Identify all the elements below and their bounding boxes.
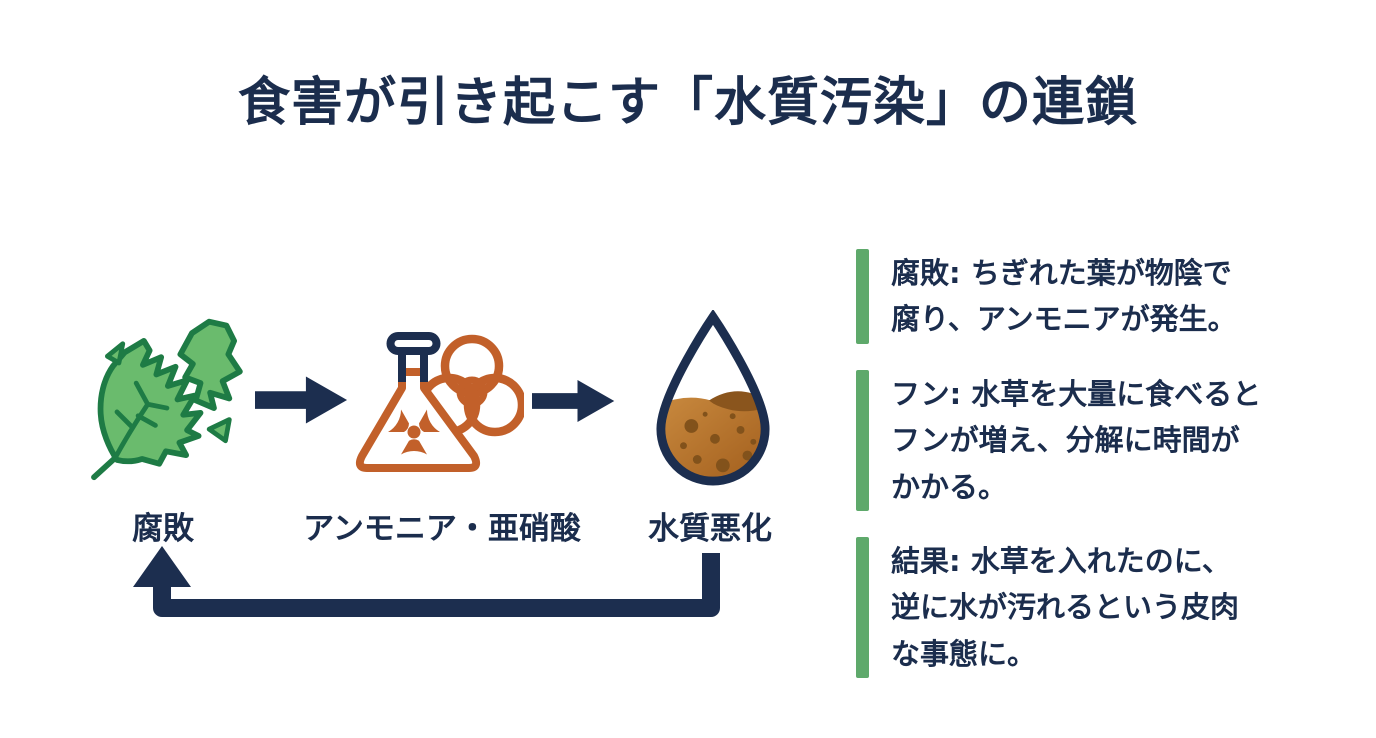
- note-line: 結果: 水草を入れたのに、: [891, 543, 1231, 578]
- note-block-decay: 腐敗: ちぎれた葉が物陰で 腐り、アンモニアが発生。: [856, 249, 1356, 344]
- note-line: な事態に。: [891, 636, 1037, 671]
- note-line: 腐り、アンモニアが発生。: [891, 302, 1237, 337]
- radiation-icon: [388, 409, 440, 455]
- note-accent-bar: [856, 369, 869, 511]
- step-label-ammonia-nitrite: アンモニア・亜硝酸: [303, 511, 581, 547]
- note-accent-bar: [856, 536, 869, 679]
- note-text: 結果: 水草を入れたのに、 逆に水が汚れるという皮肉 な事態に。: [891, 537, 1239, 678]
- note-block-waste: フン: 水草を大量に食べると フンが増え、分解に時間が かかる。: [856, 369, 1356, 511]
- right-arrow-icon: [532, 380, 615, 422]
- note-line: 逆に水が汚れるという皮肉: [891, 590, 1240, 625]
- note-text: フン: 水草を大量に食べると フンが増え、分解に時間が かかる。: [891, 370, 1261, 511]
- feedback-loop-arrow-icon: [133, 546, 720, 617]
- note-line: かかる。: [891, 469, 1008, 504]
- polluted-water-drop-icon: [656, 310, 770, 486]
- step-label-water-degradation: 水質悪化: [648, 511, 772, 547]
- step-label-decay: 腐敗: [132, 511, 194, 547]
- torn-leaf-icon: [91, 318, 243, 481]
- notes-panel: 腐敗: ちぎれた葉が物陰で 腐り、アンモニアが発生。 フン: 水草を大量に食べる…: [856, 249, 1356, 679]
- right-arrow-icon: [255, 376, 348, 424]
- toxic-flask-icon: [355, 332, 524, 472]
- note-line: フン: 水草を大量に食べると: [891, 376, 1262, 411]
- note-accent-bar: [856, 249, 869, 344]
- note-line: 腐敗: ちぎれた葉が物陰で: [891, 256, 1232, 290]
- note-line: フンが増え、分解に時間が: [891, 423, 1240, 458]
- note-text: 腐敗: ちぎれた葉が物陰で 腐り、アンモニアが発生。: [891, 249, 1237, 344]
- page-title: 食害が引き起こす「水質汚染」の連鎖: [238, 73, 1138, 133]
- note-block-result: 結果: 水草を入れたのに、 逆に水が汚れるという皮肉 な事態に。: [856, 536, 1356, 679]
